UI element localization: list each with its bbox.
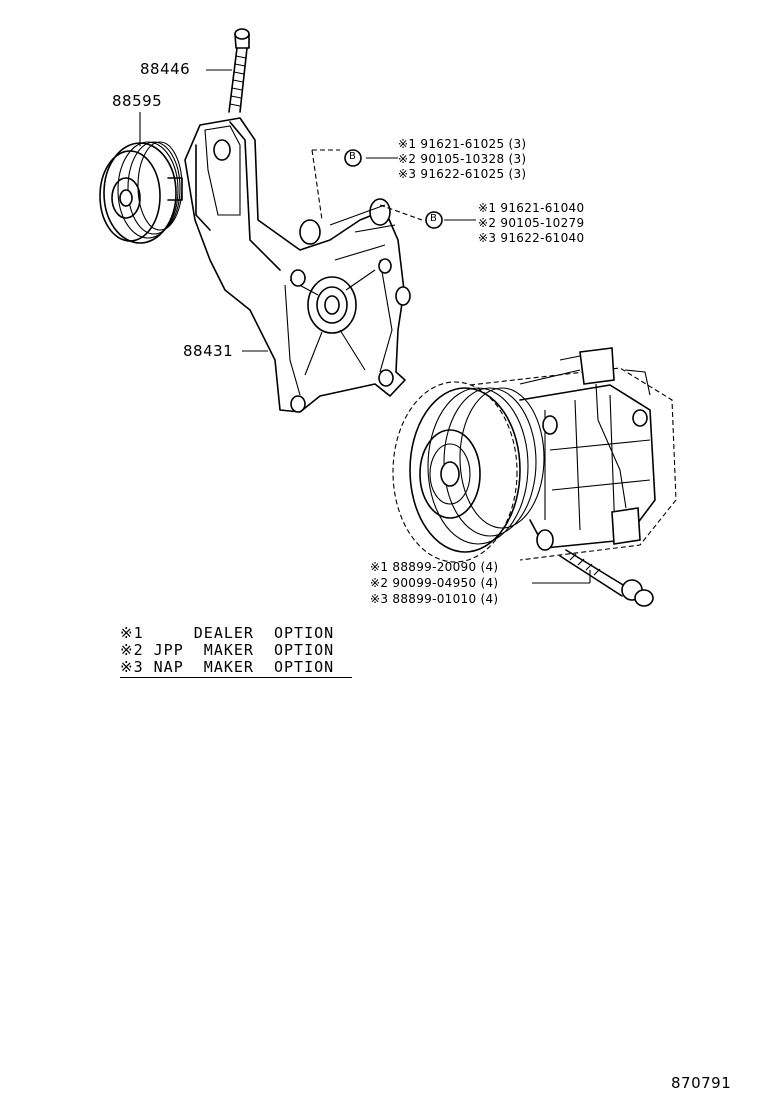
- part-label-bracket-88431: 88431: [183, 342, 234, 360]
- legend-row-1: ※1 DEALER OPTION: [120, 624, 335, 642]
- bolt-group-1-line-3: ※3 91622-61025 (3): [398, 167, 527, 181]
- marker-b-group-1: [344, 149, 362, 167]
- marker-b-letter-2: B: [430, 213, 438, 224]
- legend-underline: [120, 677, 352, 678]
- marker-b-group-2: [425, 211, 443, 229]
- bolt-group-2-line-3: ※3 91622-61040: [478, 231, 585, 245]
- bracket-88431-drawing: [184, 117, 411, 413]
- part-label-bolt-88446: 88446: [140, 60, 191, 78]
- bolt-compressor-drawing: [559, 549, 654, 607]
- bolt-group-2-line-2: ※2 90105-10279: [478, 216, 585, 230]
- bolt-group-2-line-1: ※1 91621-61040: [478, 201, 585, 215]
- bolt-88446-drawing: [228, 28, 250, 113]
- bolt-group-3-line-2: ※2 90099-04950 (4): [370, 576, 499, 590]
- bolt-group-1-line-1: ※1 91621-61025 (3): [398, 137, 527, 151]
- leader-lines: [139, 69, 591, 584]
- bolt-group-1-line-2: ※2 90105-10328 (3): [398, 152, 527, 166]
- bolt-group-3-line-1: ※1 88899-20090 (4): [370, 560, 499, 574]
- marker-b-letter-1: B: [349, 151, 357, 162]
- bolt-group-3-line-3: ※3 88899-01010 (4): [370, 592, 499, 606]
- figure-number: 870791: [671, 1074, 732, 1092]
- idler-pulley-88595-drawing: [99, 141, 183, 244]
- legend-row-3: ※3 NAP MAKER OPTION: [120, 658, 335, 676]
- legend-row-2: ※2 JPP MAKER OPTION: [120, 641, 335, 659]
- ac-compressor-drawing: [392, 347, 677, 563]
- part-label-pulley-88595: 88595: [112, 92, 163, 110]
